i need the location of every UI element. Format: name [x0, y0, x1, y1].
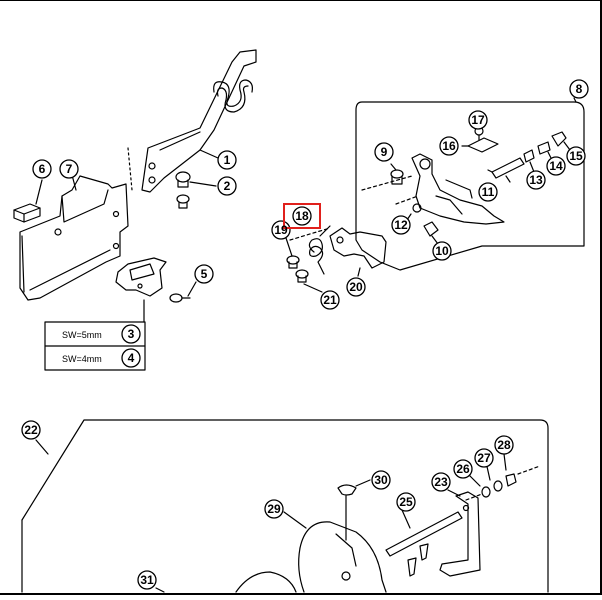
callout-27: 27 [477, 451, 491, 465]
small-screws [407, 543, 429, 577]
callout-23: 23 [434, 475, 448, 489]
part-19-screw [285, 237, 300, 269]
callout-20: 20 [349, 280, 363, 294]
part-29-disc [283, 511, 387, 593]
callout-8: 8 [576, 82, 583, 96]
part-9-screw [390, 163, 404, 185]
callout-22: 22 [24, 423, 38, 437]
part-2-screw [175, 171, 191, 209]
callout-18: 18 [295, 209, 309, 223]
callout-31: 31 [140, 573, 154, 587]
callout-7: 7 [66, 162, 73, 176]
highlight-box-18 [283, 203, 321, 229]
spec-row-2-label: SW=4mm [62, 354, 102, 364]
callout-12: 12 [394, 218, 408, 232]
callout-29: 29 [267, 502, 281, 516]
callout-14: 14 [549, 159, 563, 173]
part-21-screw [295, 269, 323, 293]
frame-right-border [600, 0, 602, 595]
callout-26: 26 [456, 462, 470, 476]
part-30-screw [337, 479, 371, 541]
part-20-lever [329, 227, 387, 277]
part-6-block [13, 203, 41, 223]
callout-5: 5 [201, 267, 208, 281]
callout-13: 13 [529, 173, 543, 187]
part-25-shaft [385, 509, 463, 557]
part-3-4-hinge [115, 257, 167, 323]
callout-9: 9 [381, 145, 388, 159]
part-23-bracket [439, 489, 481, 577]
part-11-shaft [487, 157, 525, 183]
group-8-boundary [355, 101, 585, 271]
callout-30: 30 [374, 473, 388, 487]
part-1-bracket [127, 49, 257, 193]
callout-10: 10 [435, 244, 449, 258]
callout-2: 2 [224, 179, 231, 193]
callout-21: 21 [323, 293, 337, 307]
group-22-boundary [21, 419, 549, 593]
frame-top-border [0, 0, 602, 1]
frame-bottom-border [0, 593, 602, 595]
callout-6: 6 [39, 162, 46, 176]
callout-4: 4 [128, 351, 135, 365]
callout-11: 11 [482, 185, 495, 199]
callout-17: 17 [471, 113, 485, 127]
callout-3: 3 [128, 327, 135, 341]
callout-28: 28 [497, 438, 511, 452]
part-7-cover [19, 175, 129, 301]
callout-19: 19 [274, 223, 288, 237]
callout-15: 15 [569, 149, 583, 163]
part-10-pin [423, 221, 439, 245]
part-5-screw [169, 281, 197, 303]
group-8-mechanism [361, 153, 505, 225]
part-16-17-plate [461, 126, 499, 153]
spec-row-1-label: SW=5mm [62, 330, 102, 340]
part-18-spring [308, 225, 331, 275]
spec-table-frame [44, 321, 146, 371]
callout-16: 16 [442, 139, 456, 153]
callout-1: 1 [224, 153, 231, 167]
part-31-drum [155, 571, 297, 593]
callout-25: 25 [399, 495, 413, 509]
